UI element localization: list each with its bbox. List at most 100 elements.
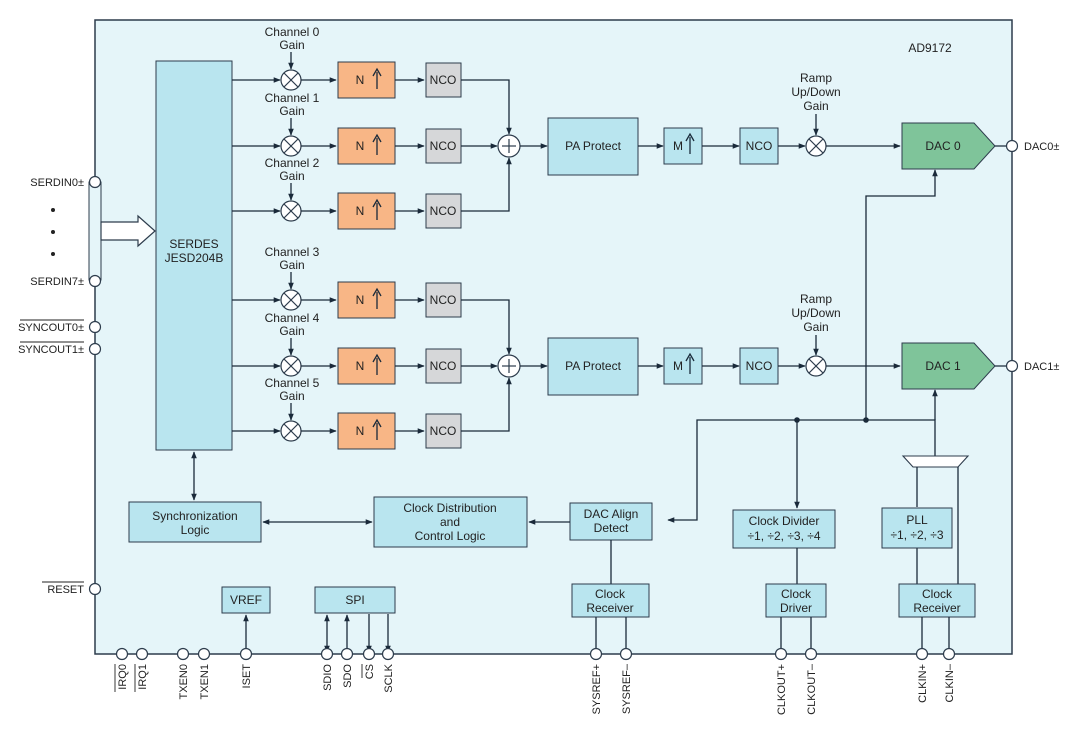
- pin-label-2: TXEN0: [178, 664, 190, 699]
- channel-4-nco-label: NCO: [430, 359, 457, 373]
- nco-main-1: [739, 347, 779, 385]
- channel-0-interp-label: N: [356, 73, 365, 87]
- vref-label: VREF: [230, 593, 262, 607]
- pin-clkout: [804, 647, 818, 661]
- junction-2: [794, 417, 800, 423]
- channel-2-gain-sublabel: Gain: [279, 169, 304, 183]
- pin-label-13: CLKIN+: [917, 664, 929, 703]
- interp-m-1-label: M: [673, 359, 683, 373]
- channel-2-gain-label: Channel 2: [265, 156, 320, 170]
- interp-m-1: [663, 347, 703, 385]
- pin-label-10: SYSREF–: [621, 663, 633, 714]
- pa-protect-1: [547, 337, 639, 396]
- pin-dac0: [1005, 139, 1019, 153]
- channel-5-interp-label: N: [356, 424, 365, 438]
- clock-driver-label-2: Driver: [780, 601, 812, 615]
- clock-dist-label-1: Clock Distribution: [403, 501, 496, 515]
- pin-label-4: ISET: [241, 664, 253, 689]
- pin-sclk: [381, 647, 395, 661]
- pa-protect-1-label: PA Protect: [565, 359, 621, 373]
- dot-2: [51, 230, 55, 234]
- chip-body: [94, 19, 1013, 655]
- spi-block: [314, 586, 396, 614]
- dac0-label: DAC 0: [925, 139, 961, 153]
- pa-protect-0-label: PA Protect: [565, 139, 621, 153]
- pin-label-8: SCLK: [383, 663, 395, 692]
- channel-2-nco-label: NCO: [430, 204, 457, 218]
- dac-align-block: [569, 502, 653, 541]
- dac1-label: DAC 1: [925, 359, 961, 373]
- clock-divider-label-2: ÷1, ÷2, ÷3, ÷4: [747, 529, 820, 543]
- pin-iset: [239, 647, 253, 661]
- pin-sysref: [589, 647, 603, 661]
- serdes-label-sub: JESD204B: [165, 251, 224, 265]
- channel-4-interp-label: N: [356, 359, 365, 373]
- channel-3-interp-arrow: [372, 287, 382, 309]
- nco-main-0: [739, 127, 779, 165]
- pin-serdin7-label: SERDIN7±: [30, 276, 84, 288]
- channel-0-interp-arrow: [372, 67, 382, 89]
- channel-4-interp: [337, 347, 396, 385]
- nco-main-0-label: NCO: [746, 139, 773, 153]
- sysref-receiver-label-1: Clock: [595, 587, 626, 601]
- interp-m-0-arrow: [685, 132, 695, 154]
- pll-label-1: PLL: [906, 513, 928, 527]
- channel-5-nco-label: NCO: [430, 424, 457, 438]
- clock-mux: [901, 455, 970, 468]
- ramp-1-label-2: Up/Down: [791, 306, 840, 320]
- pin-label-0: IRQ0: [117, 664, 129, 690]
- dac-align-label-2: Detect: [594, 521, 629, 535]
- pin-txen0: [176, 647, 190, 661]
- channel-5-interp-arrow: [372, 418, 382, 440]
- summer-top: [497, 134, 521, 158]
- pin-label-6: SDO: [342, 664, 354, 688]
- pll-block: [881, 507, 953, 549]
- channel-3-nco: [425, 282, 462, 318]
- pin-syncout0-label: SYNCOUT0±: [18, 322, 84, 334]
- pin-serdin0-label: SERDIN0±: [30, 177, 84, 189]
- pin-label-5: SDIO: [322, 664, 334, 691]
- clock-driver-block: [765, 583, 827, 618]
- pin-syncout1-label: SYNCOUT1±: [18, 344, 84, 356]
- pin-clkin: [915, 647, 929, 661]
- channel-2-nco: [425, 193, 462, 229]
- ramp-1-label-3: Gain: [803, 320, 828, 334]
- channel-0-interp: [337, 61, 396, 99]
- serdin-arrow: [100, 214, 156, 248]
- pin-label-7: CS: [364, 664, 376, 679]
- pin-txen1: [197, 647, 211, 661]
- pa-protect-0: [547, 117, 639, 176]
- ramp-0-label-3: Gain: [803, 99, 828, 113]
- sync-logic-label-1: Synchronization: [152, 509, 237, 523]
- clock-dist-block: [373, 496, 528, 548]
- pin-label-1: IRQ1: [137, 664, 149, 690]
- ramp-1-label-1: Ramp: [800, 292, 832, 306]
- summer-bottom: [497, 354, 521, 378]
- pin-label-3: TXEN1: [199, 664, 211, 699]
- ramp-0-label-2: Up/Down: [791, 85, 840, 99]
- channel-0-nco-label: NCO: [430, 73, 457, 87]
- clock-dist-label-2: and: [440, 515, 460, 529]
- channel-3-interp-label: N: [356, 293, 365, 307]
- channel-1-interp-label: N: [356, 139, 365, 153]
- channel-2-interp: [337, 192, 396, 230]
- pin-clkin: [942, 647, 956, 661]
- dot-1: [51, 208, 55, 212]
- pin-irq0: [115, 647, 129, 661]
- channel-4-interp-arrow: [372, 353, 382, 375]
- channel-1-interp-arrow: [372, 133, 382, 155]
- clock-dist-label-3: Control Logic: [415, 529, 486, 543]
- dac1-block: [901, 342, 996, 390]
- serdes-label: SERDES: [169, 237, 218, 251]
- channel-3-interp: [337, 281, 396, 319]
- pin-serdin7: [88, 274, 102, 288]
- nco-main-1-label: NCO: [746, 359, 773, 373]
- ramp-mixer-0: [805, 135, 827, 157]
- ramp-0-label-1: Ramp: [800, 71, 832, 85]
- pin-reset-label: RESET: [47, 584, 84, 596]
